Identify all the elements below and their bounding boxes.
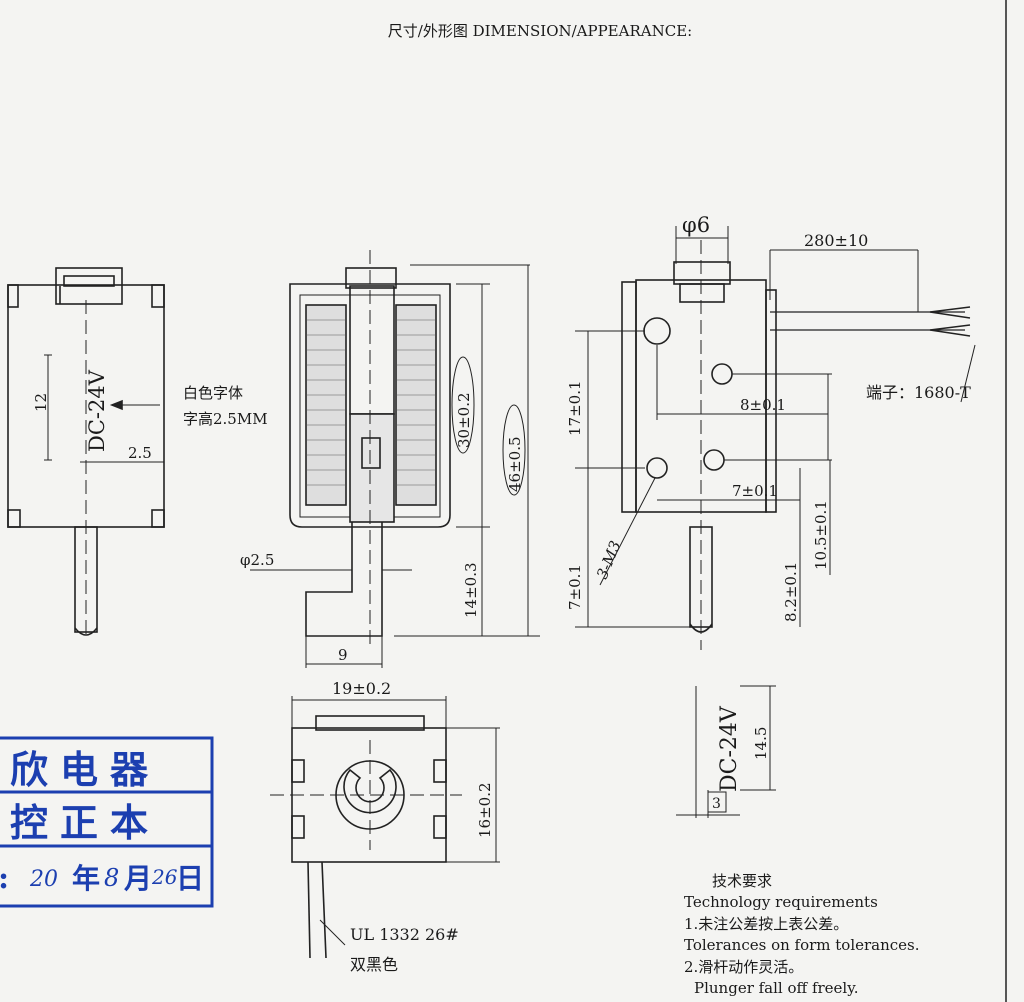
right-terminal-label: 端子：1680-T (866, 383, 971, 402)
section-view (250, 250, 540, 668)
section-dim-46: 46±0.5 (506, 436, 524, 492)
right-dim-17: 17±0.1 (566, 380, 584, 436)
label-dim-14-5: 14.5 (752, 727, 770, 760)
stamp-date-day: 26 (151, 865, 178, 889)
bottom-wire-color: 双黑色 (350, 955, 398, 974)
bottom-dim-19: 19±0.2 (332, 679, 391, 698)
right-dim-8-2: 8.2±0.1 (782, 562, 800, 622)
stamp-date-year: 20 (29, 867, 58, 892)
stamp-date-prefix: : (0, 861, 9, 896)
stamp-date-day-label: 日 (176, 862, 204, 895)
right-dim-10-5: 10.5±0.1 (812, 500, 830, 570)
stamp-date-year-label: 年 (72, 862, 100, 895)
stamp-line1: 欣电器 (10, 747, 160, 792)
tech-line1: 1.未注公差按上表公差。 (684, 915, 848, 933)
section-dim-30: 30±0.2 (455, 392, 473, 448)
left-note-line1: 白色字体 (183, 384, 243, 402)
right-side-view (575, 226, 976, 650)
left-dim-12: 12 (32, 393, 50, 412)
section-dim-phi25: φ2.5 (240, 551, 274, 569)
tech-heading-en: Technology requirements (684, 893, 878, 911)
stamp-date-month: 8 (104, 864, 119, 892)
bottom-wire-spec: UL 1332 26# (350, 925, 459, 944)
stamp-date-month-label: 月 (123, 862, 152, 895)
approval-stamp (0, 736, 214, 908)
left-note-line2: 字高2.5MM (183, 410, 268, 428)
left-dim-2-5: 2.5 (128, 444, 152, 462)
label-dim-3: 3 (712, 796, 721, 812)
section-dim-14: 14±0.3 (462, 562, 480, 618)
label-view (676, 685, 776, 818)
right-dim-phi6: φ6 (682, 213, 710, 237)
left-front-view (7, 267, 165, 640)
right-dim-7y: 7±0.1 (566, 564, 584, 610)
right-holes-label: 3-M3 (593, 538, 624, 581)
bottom-view (270, 696, 500, 959)
bottom-dim-16: 16±0.2 (476, 782, 494, 838)
stamp-line2: 控正本 (10, 800, 160, 845)
right-dim-7x: 7±0.1 (732, 482, 778, 500)
tech-line1-en: Tolerances on form tolerances. (684, 936, 920, 954)
right-dim-8: 8±0.1 (740, 396, 786, 414)
tech-line2-en: Plunger fall off freely. (694, 979, 858, 997)
right-dim-280: 280±10 (804, 231, 868, 250)
section-dim-9: 9 (338, 646, 348, 664)
left-print-text: DC-24V (85, 369, 109, 452)
section-coil-hatch (306, 319, 436, 486)
label-print-text: DC-24V (717, 705, 742, 792)
tech-heading: 技术要求 (712, 872, 772, 890)
page-title: 尺寸/外形图 DIMENSION/APPEARANCE: (388, 22, 692, 40)
tech-line2: 2.滑杆动作灵活。 (684, 958, 803, 976)
